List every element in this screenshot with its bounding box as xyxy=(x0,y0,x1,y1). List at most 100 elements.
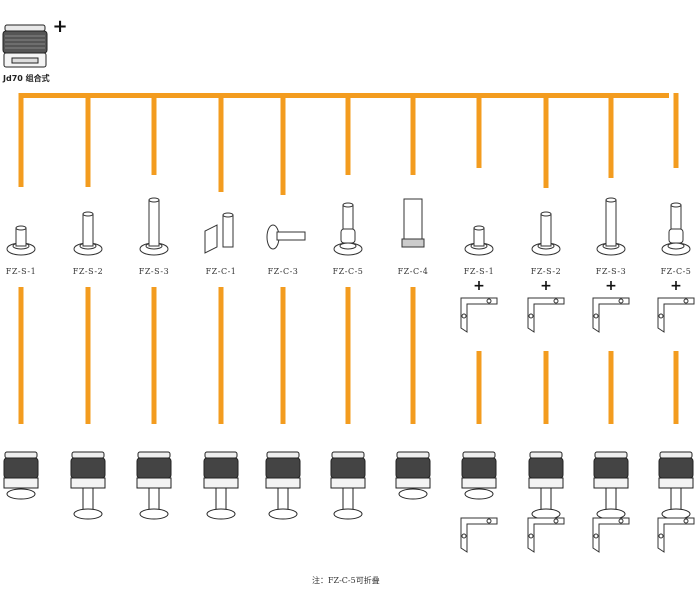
lamp-pole xyxy=(215,487,227,513)
lamp-pole xyxy=(82,487,94,513)
connector-lower xyxy=(410,287,416,424)
lamp-cap xyxy=(529,451,563,459)
bracket-drawing xyxy=(592,297,630,333)
base-module-drawing xyxy=(2,24,48,68)
lamp-flange xyxy=(268,508,298,520)
mount-label-8: FZ-S-1 xyxy=(463,267,495,276)
column-8 xyxy=(460,93,498,553)
lamp-body xyxy=(528,477,564,489)
lamp-cap xyxy=(266,451,300,459)
mount-thread xyxy=(401,238,425,248)
mount-pole xyxy=(15,227,27,247)
column-3 xyxy=(136,93,172,520)
lamp-pole xyxy=(670,487,682,513)
lamp-lens xyxy=(461,457,497,479)
lamp-body xyxy=(203,477,239,489)
connector-lower xyxy=(85,287,91,424)
mount-wall-plate xyxy=(204,224,218,254)
lamp-cap xyxy=(659,451,693,459)
lamp-pole xyxy=(605,487,617,513)
connector-upper xyxy=(345,93,351,175)
mount-pole xyxy=(222,214,234,248)
lamp-body xyxy=(658,477,694,489)
connector-lower xyxy=(280,287,286,424)
column-6 xyxy=(330,93,366,520)
lamp-lens xyxy=(203,457,239,479)
footnote: 注：FZ-C-5可折叠 xyxy=(312,576,380,585)
lamp-flange xyxy=(333,508,363,520)
mount-label-3: FZ-S-3 xyxy=(138,267,170,276)
connector-lower xyxy=(543,351,549,424)
mount-label-10: FZ-S-3 xyxy=(595,267,627,276)
lamp-flange xyxy=(206,508,236,520)
lamp-body xyxy=(136,477,172,489)
lamp-cap xyxy=(396,451,430,459)
lamp-body xyxy=(395,477,431,489)
mount-pole xyxy=(670,204,682,230)
connector-lower xyxy=(608,351,614,424)
base-module-plus: + xyxy=(52,16,68,37)
lamp-body xyxy=(593,477,629,489)
connector-lower xyxy=(218,287,224,424)
mount-pole xyxy=(540,213,552,247)
lamp-lens xyxy=(136,457,172,479)
mount-label-2: FZ-S-2 xyxy=(72,267,104,276)
connector-lower xyxy=(476,351,482,424)
lamp-flange xyxy=(73,508,103,520)
connector-upper xyxy=(218,93,224,192)
distribution-bar xyxy=(19,93,669,98)
column-10 xyxy=(592,93,630,553)
lamp-lens xyxy=(330,457,366,479)
lamp-lens xyxy=(3,457,39,479)
connector-upper xyxy=(476,93,482,168)
lamp-cap xyxy=(204,451,238,459)
lamp-cap xyxy=(462,451,496,459)
lamp-lens xyxy=(593,457,629,479)
connector-upper xyxy=(151,93,157,175)
bracket-drawing xyxy=(592,517,630,553)
bracket-drawing xyxy=(460,297,498,333)
column-11 xyxy=(657,93,695,553)
lamp-pole xyxy=(148,487,160,513)
base-module-grille xyxy=(5,35,45,49)
lamp-body xyxy=(330,477,366,489)
lamp-cap xyxy=(4,451,38,459)
lamp-pole xyxy=(342,487,354,513)
bracket-drawing xyxy=(657,517,695,553)
lamp-pole xyxy=(277,487,289,513)
lamp-lens xyxy=(265,457,301,479)
mount-hinge xyxy=(340,228,356,244)
lamp-lens xyxy=(528,457,564,479)
lamp-body xyxy=(461,477,497,489)
bracket-plus-11: + xyxy=(670,278,682,294)
mount-label-11: FZ-C-5 xyxy=(660,267,692,276)
lamp-flange xyxy=(6,488,36,500)
connector-upper xyxy=(18,93,24,187)
connector-upper xyxy=(85,93,91,187)
mount-label-1: FZ-S-1 xyxy=(5,267,37,276)
bracket-drawing xyxy=(657,297,695,333)
mount-pole xyxy=(473,227,485,247)
connector-lower xyxy=(345,287,351,424)
bracket-plus-9: + xyxy=(540,278,552,294)
connector-upper xyxy=(543,93,549,188)
mount-pole xyxy=(342,204,354,230)
lamp-flange xyxy=(464,488,494,500)
mount-label-7: FZ-C-4 xyxy=(397,267,429,276)
connector-lower xyxy=(673,351,679,424)
lamp-cap xyxy=(594,451,628,459)
bracket-drawing xyxy=(527,517,565,553)
mount-label-4: FZ-C-1 xyxy=(205,267,237,276)
column-2 xyxy=(70,93,106,520)
mount-pole xyxy=(148,199,160,247)
mount-label-9: FZ-S-2 xyxy=(530,267,562,276)
bracket-drawing xyxy=(460,517,498,553)
column-9 xyxy=(527,93,565,553)
connector-upper xyxy=(280,93,286,195)
mount-label-6: FZ-C-5 xyxy=(332,267,364,276)
lamp-cap xyxy=(71,451,105,459)
connector-upper xyxy=(673,93,679,168)
lamp-body xyxy=(3,477,39,489)
